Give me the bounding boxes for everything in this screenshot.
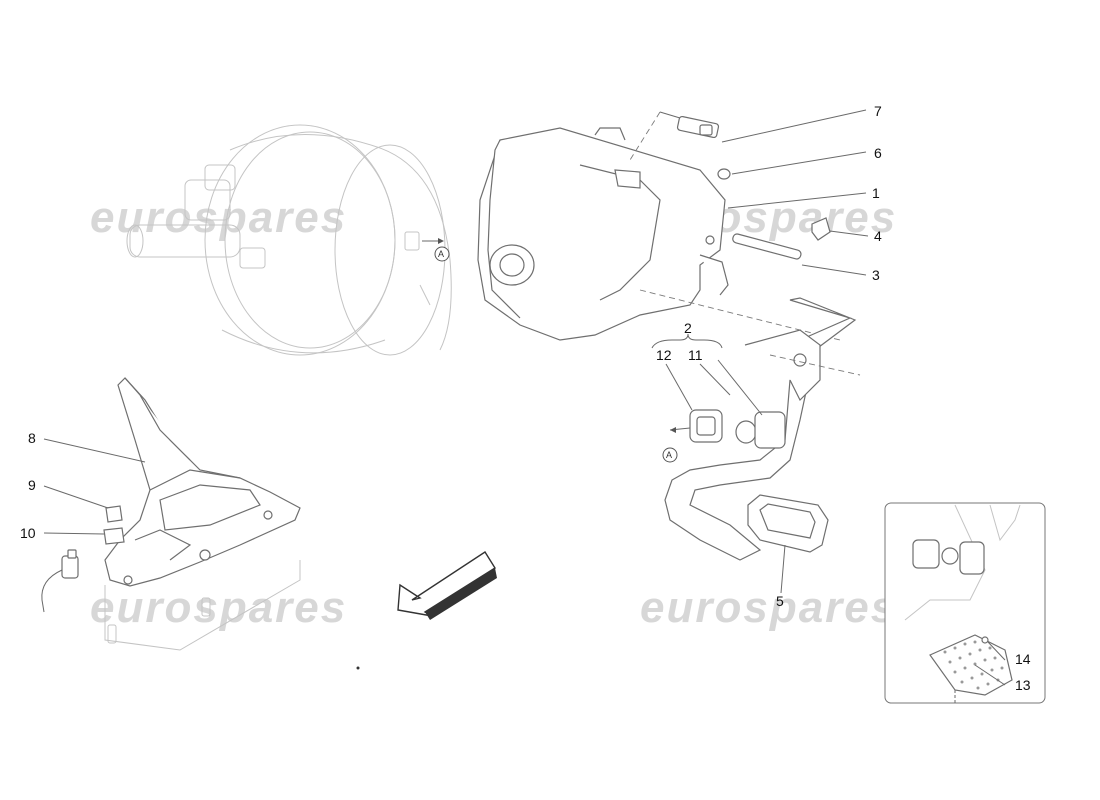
watermark-bottom-right: eurospares: [640, 583, 897, 632]
callout-8: 8: [28, 430, 36, 446]
stray-dot: [356, 666, 360, 670]
reference-label-2: A: [666, 450, 672, 460]
callout-labels: 7 6 1 4 3 2 12 11 5 8 9 10 14 13: [20, 103, 1031, 693]
leader-lines: [43, 109, 1006, 686]
brake-booster: [126, 124, 452, 356]
reference-circle-icon: A: [422, 238, 450, 262]
callout-11: 11: [688, 347, 703, 363]
wiring-connector: [41, 549, 79, 613]
pedal-pad: [747, 494, 829, 553]
nut: [717, 168, 731, 180]
callout-9: 9: [28, 477, 36, 493]
pivot-pin: [732, 233, 802, 260]
callout-12: 12: [656, 347, 672, 363]
callout-2: 2: [684, 320, 692, 336]
callout-10: 10: [20, 525, 36, 541]
brake-light-switch: [659, 111, 720, 139]
reference-label: A: [438, 249, 444, 259]
watermark-bottom-left: eurospares: [90, 583, 347, 632]
watermark-top-left: eurospares: [90, 193, 347, 242]
footrest-clip-upper: [105, 505, 123, 523]
footrest-clip-lower: [103, 527, 125, 545]
callout-4: 4: [874, 228, 882, 244]
direction-arrow-icon: [397, 551, 497, 620]
retaining-clip: [811, 217, 831, 241]
callout-3: 3: [872, 267, 880, 283]
pedal-box: [477, 111, 841, 341]
callout-5: 5: [776, 593, 784, 609]
callout-7: 7: [874, 103, 882, 119]
callout-13: 13: [1015, 677, 1031, 693]
pad-holes: [943, 640, 1004, 690]
pedal-bushings: A: [662, 409, 786, 463]
footrest: [104, 377, 301, 651]
callout-6: 6: [874, 145, 882, 161]
callout-1: 1: [872, 185, 880, 201]
callout-14: 14: [1015, 651, 1031, 667]
inset-detail: [884, 502, 1046, 705]
